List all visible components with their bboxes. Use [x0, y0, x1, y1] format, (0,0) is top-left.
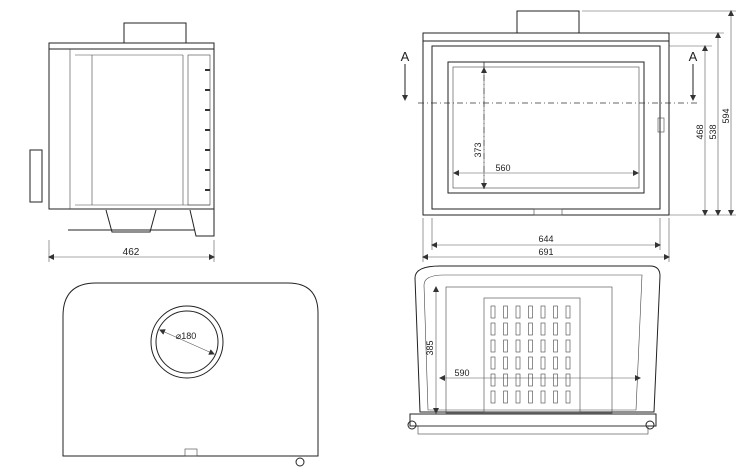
grate-slot [553, 339, 558, 353]
grate-slot [490, 339, 496, 353]
grate-slot [553, 305, 558, 319]
grate-slot [528, 305, 533, 319]
grate-slot [528, 322, 533, 336]
grate-slot [528, 356, 533, 370]
grate-slot [490, 390, 496, 404]
height-594-label: 594 [721, 108, 731, 123]
grate-slot [565, 390, 571, 404]
glass-width-label: 560 [495, 163, 510, 173]
grate-slot [490, 373, 496, 387]
grate-slot [515, 373, 521, 387]
grate-slot [490, 305, 496, 319]
section-mark-left: A [401, 49, 410, 64]
grate-slot [565, 322, 571, 336]
side-depth-label: 462 [123, 247, 140, 258]
grate-slot [540, 356, 546, 370]
front-view: A A 373 560 644 691 468 538 594 [401, 10, 736, 262]
grate-slot [503, 356, 508, 370]
front-inner-width-label: 644 [538, 234, 553, 244]
top-view: ⌀180 [62, 282, 319, 467]
section-mark-right: A [689, 49, 698, 64]
grate-slot [515, 339, 521, 353]
grate-slot [540, 373, 546, 387]
plan-depth-label: 385 [425, 340, 435, 355]
grate-slot [553, 373, 558, 387]
grate-slot [490, 322, 496, 336]
grate-slot [540, 339, 546, 353]
glass-height-label: 373 [473, 142, 483, 157]
grate-slot [503, 322, 508, 336]
grate-slot [540, 322, 546, 336]
flue-diameter-label: ⌀180 [176, 331, 196, 341]
grate-slot [565, 339, 571, 353]
grate-slot [515, 305, 521, 319]
grate-slot [503, 305, 508, 319]
grate-slot [565, 305, 571, 319]
grate-slot [503, 339, 508, 353]
grate-slot [528, 339, 533, 353]
grate-slot [553, 322, 558, 336]
grate-slot [540, 305, 546, 319]
grate-slot [565, 373, 571, 387]
grate-slot [503, 373, 508, 387]
grate-slot [515, 390, 521, 404]
grate-slot [528, 390, 533, 404]
grate-slot [540, 390, 546, 404]
grate-slot [565, 356, 571, 370]
plan-width-label: 590 [454, 368, 469, 378]
grate-slot [515, 322, 521, 336]
plan-section: 385 590 [407, 265, 661, 435]
grate-slot [528, 373, 533, 387]
grate-slot [490, 356, 496, 370]
grate-slot [515, 356, 521, 370]
grate-slot [553, 390, 558, 404]
grate-slot [503, 390, 508, 404]
grate-slot [553, 356, 558, 370]
height-538-label: 538 [708, 124, 718, 139]
front-outer-width-label: 691 [538, 247, 553, 257]
height-468-label: 468 [695, 124, 705, 139]
side-view: 462 [29, 22, 215, 262]
